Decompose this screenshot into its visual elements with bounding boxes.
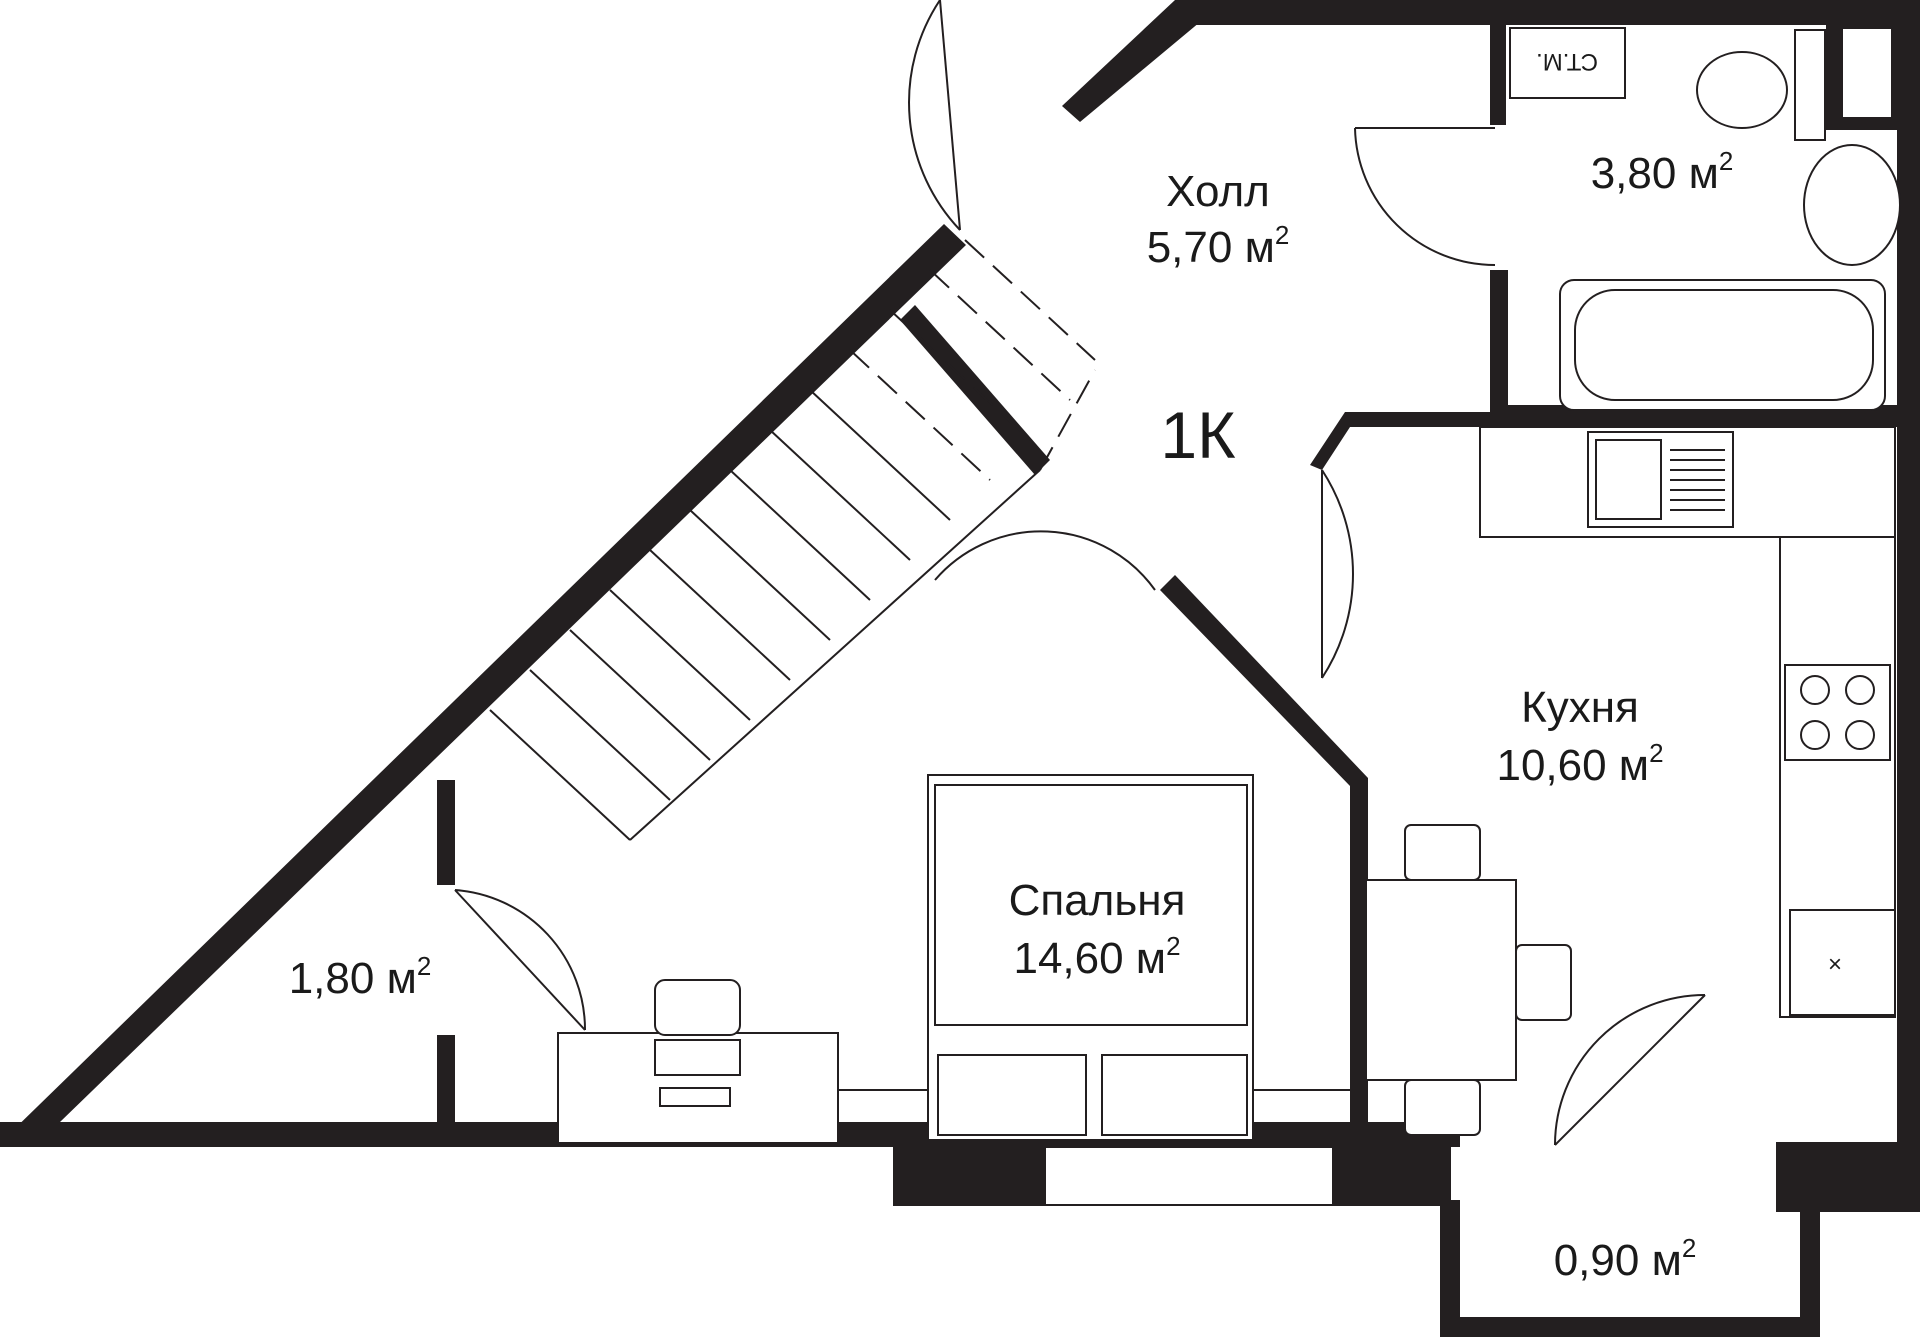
meter-box [1509, 27, 1626, 99]
bedroom-door-swing [934, 530, 1156, 591]
right-wall [1897, 0, 1920, 1210]
balcony-left-wall [1440, 1200, 1460, 1337]
bathtub-inner [1574, 289, 1874, 401]
keyboard-icon [654, 1039, 741, 1076]
toilet-tank [1794, 29, 1826, 141]
kitchen-name: Кухня [1521, 683, 1639, 732]
top-wall [1175, 0, 1920, 25]
dining-table [1365, 879, 1517, 1081]
meter-label: СТ.М. [1536, 48, 1598, 75]
stove-icon [1784, 664, 1891, 761]
bedroom-furniture [557, 774, 1350, 1206]
kitchen-sink-bowl [1595, 439, 1662, 520]
labels: СТ.М. 1К Холл 5,70 м2 3,80 м2 Кухня 10,6… [289, 48, 1842, 1285]
bottom-wall-window-left [893, 1144, 1045, 1206]
balcony-right-wall [1800, 1200, 1820, 1337]
washer-label: × [1828, 951, 1842, 978]
balcony-area: 0,90 м2 [1554, 1233, 1697, 1285]
sink-icon [1803, 144, 1901, 266]
chair-top [1404, 824, 1481, 881]
bathroom-left-pier [1490, 270, 1508, 420]
chair-icon [654, 979, 741, 1036]
balcony-bottom-wall [1440, 1317, 1820, 1337]
doors [454, 0, 1706, 1146]
balcony-door-swing [1554, 994, 1706, 1146]
entry-door-swing [908, 0, 961, 231]
storage-wall-upper [437, 780, 455, 885]
kitchen-door-swing [1321, 469, 1354, 679]
bathroom-fixtures [1509, 27, 1901, 411]
pillow-right [1101, 1054, 1248, 1136]
plan-title: 1К [1160, 398, 1236, 472]
staircase [489, 239, 1096, 841]
hall-name: Холл [1166, 167, 1270, 216]
bedroom-name: Спальня [1009, 876, 1186, 925]
kitchen-drainboard [1670, 449, 1725, 511]
bathroom-top-left-pier [1490, 0, 1506, 125]
chair-bottom [1404, 1079, 1481, 1136]
hall-area: 5,70 м2 [1147, 220, 1290, 272]
bedroom-kitchen-partition [1160, 575, 1368, 1130]
right-wall-base [1776, 1142, 1920, 1212]
toilet-icon [1696, 51, 1788, 129]
bed-blanket [934, 784, 1248, 1026]
bathroom-shaft-inner [1841, 27, 1893, 119]
storage-door-swing [454, 889, 587, 1031]
kitchen-area: 10,60 м2 [1496, 738, 1663, 790]
window-sill [1044, 1146, 1334, 1206]
outer-diagonal-wall [0, 224, 966, 1143]
pillow-left [937, 1054, 1087, 1136]
mouse-pad-icon [659, 1087, 731, 1107]
bathroom-area: 3,80 м2 [1591, 146, 1734, 198]
washer-box [1789, 909, 1896, 1016]
chair-right [1515, 944, 1572, 1021]
bedroom-area: 14,60 м2 [1013, 931, 1180, 983]
bathroom-door-swing [1354, 127, 1496, 266]
storage-wall-lower [437, 1035, 455, 1135]
storage-area: 1,80 м2 [289, 951, 432, 1003]
bottom-wall-window-right [1333, 1144, 1451, 1206]
kitchen-fixtures [1365, 426, 1896, 1136]
upper-diagonal-wall [1062, 0, 1200, 122]
